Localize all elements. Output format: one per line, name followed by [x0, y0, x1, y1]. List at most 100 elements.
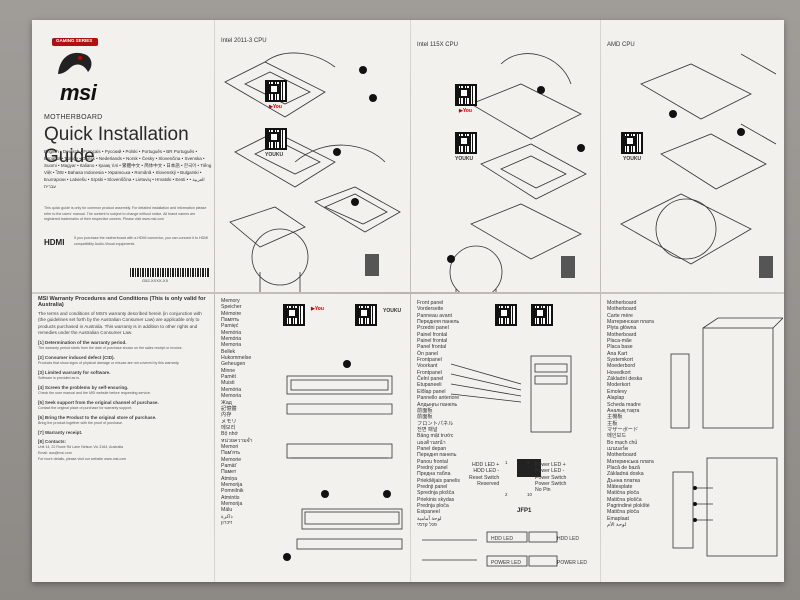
translated-label: Scheda madre: [607, 401, 641, 408]
translated-label: 記憶體: [221, 405, 237, 412]
translated-label: Prednja ploča: [417, 503, 449, 509]
pin-label: Reset Switch: [469, 474, 500, 481]
youku-icon: YOUKU: [383, 308, 402, 314]
qr-code: [265, 80, 287, 102]
fold-line: [32, 292, 784, 294]
translated-label: 内存: [221, 412, 232, 419]
cpu-install-diagram: [224, 52, 401, 292]
translated-label: Memorija: [221, 481, 243, 488]
warranty-address: Unit 14, 22 Rowe Rd Lane Nelson Vic 3164…: [38, 445, 124, 450]
translated-label: Matična plošča: [607, 496, 642, 503]
translated-label: Panel depan: [417, 445, 447, 452]
translated-label: Pamięć: [221, 323, 239, 330]
qr-code: [531, 304, 553, 326]
translated-label: Emolevy: [607, 388, 627, 395]
intel-2011-panel: Intel 2011-3 CPU: [215, 20, 410, 292]
translated-label: Základní deska: [607, 376, 643, 383]
qr-code: [621, 132, 643, 154]
translated-label: Placa-mãe: [607, 338, 632, 345]
translated-label: Motherboard: [607, 306, 637, 313]
power-led-label: POWER LED: [557, 560, 588, 566]
translated-label: Memória: [221, 386, 242, 393]
translated-label: Speicher: [221, 304, 242, 311]
translated-label: Memory: [221, 298, 240, 304]
qr-code: [355, 304, 377, 326]
translated-label: Sprednja plošča: [417, 490, 455, 497]
translated-label: Алдыңғы панель: [417, 401, 458, 408]
pin-label: Power Switch: [535, 474, 567, 481]
translated-label: Płyta główna: [607, 325, 637, 332]
qr-code: [283, 304, 305, 326]
translated-label: Memori: [221, 443, 239, 450]
translated-label: Bộ nhớ: [221, 431, 238, 438]
pin-label: HDD LED -: [473, 468, 500, 475]
fold-line: [214, 20, 215, 582]
translated-label: Bo mạch chủ: [607, 439, 638, 446]
warranty-more: For more details, please visit our websi…: [38, 456, 127, 461]
translated-label: 전면 패널: [417, 426, 438, 433]
youtube-icon: ▶You: [311, 306, 324, 312]
translated-label: Предна табла: [417, 471, 451, 478]
warranty-item: [8] Contacts:: [38, 439, 67, 445]
translated-label: Bellek: [221, 348, 236, 355]
front-panel-diagram: [451, 355, 572, 477]
translated-label: Pamäť: [221, 462, 237, 469]
qr-code: [265, 128, 287, 150]
pin-number: 1: [505, 460, 508, 465]
translated-label: Жад: [221, 399, 232, 406]
hdd-led-label: HDD LED: [491, 536, 513, 542]
translated-label: Memorie: [221, 456, 242, 463]
translated-label: Panneau avant: [417, 312, 452, 319]
translated-label: Prednji panel: [417, 483, 448, 490]
translated-label: Pagrindinė plokštė: [607, 503, 650, 509]
translated-label: Painel frontal: [417, 331, 448, 338]
hdd-led-label: HDD LED: [557, 536, 579, 542]
jfp1-label: JFP1: [517, 508, 532, 514]
warranty-body: The terms and conditions of MSI's warran…: [38, 311, 202, 336]
translated-label: Motherboard: [607, 300, 637, 306]
translated-label: Memoria: [221, 342, 242, 349]
badge-text: GAMING SERIES: [56, 38, 93, 43]
languages-list: English • Deutsch • Français • Русский •…: [44, 149, 212, 189]
translated-label: Hukommelse: [221, 355, 252, 362]
translated-label: Predný panel: [417, 464, 448, 471]
translated-label: Pannello anteriore: [417, 395, 460, 402]
translated-label: Пам'ять: [221, 450, 241, 457]
translated-label: เมนบอร์ด: [607, 445, 629, 452]
warranty-item: [4] Screen the problems by self-ensuring…: [38, 384, 129, 390]
translated-label: Čelní panel: [417, 376, 444, 383]
amd-panel: AMD CPU YOUKU: [601, 20, 784, 292]
fold-line: [600, 20, 601, 582]
pin-labels-left: HDD LED + HDD LED - Reset Switch Reserve…: [469, 462, 499, 487]
youku-icon: YOUKU: [455, 156, 474, 162]
warranty-item: [2] Consumer induced defect (CID).: [38, 354, 115, 360]
translated-label: Motherboard: [607, 331, 637, 338]
translated-label: Mälu: [221, 507, 233, 514]
translated-label: Emaplaat: [607, 515, 629, 522]
youku-icon: YOUKU: [623, 156, 642, 162]
translated-label: Дънна платка: [607, 477, 641, 484]
cpu-install-diagram: [447, 53, 587, 292]
warranty-email: Email: aus@msi.com: [38, 451, 72, 456]
translated-label: Ön panel: [417, 350, 439, 357]
warranty-panel: MSI Warranty Procedures and Conditions (…: [38, 296, 210, 580]
youku-icon: YOUKU: [265, 152, 284, 158]
translated-label: Matična ploča: [607, 490, 640, 497]
pin-label: Power Switch: [535, 481, 567, 488]
translated-label: Frontpanel: [417, 369, 442, 376]
intel-115x-panel: Intel 115X CPU ▶You YOUKU: [411, 20, 600, 292]
cpu-install-diagram: [620, 53, 777, 278]
case-install-diagram: [670, 317, 783, 557]
translated-label: Voorkant: [417, 363, 438, 370]
guide-note: This quick guide is only for common prod…: [44, 206, 207, 222]
translated-label: لوحة أمامية: [417, 515, 442, 522]
pin-number: 2: [505, 492, 508, 497]
warranty-item: [7] Warranty receipt.: [38, 429, 83, 435]
translated-label: Mātesplate: [607, 483, 633, 490]
translated-label: Memória: [221, 336, 242, 343]
translated-label: Pomnilnik: [221, 488, 244, 495]
quick-guide-sheet: GAMING SERIES msi MOTHERBOARD Quick Inst…: [32, 20, 784, 582]
translated-label: Memoria: [221, 393, 242, 400]
